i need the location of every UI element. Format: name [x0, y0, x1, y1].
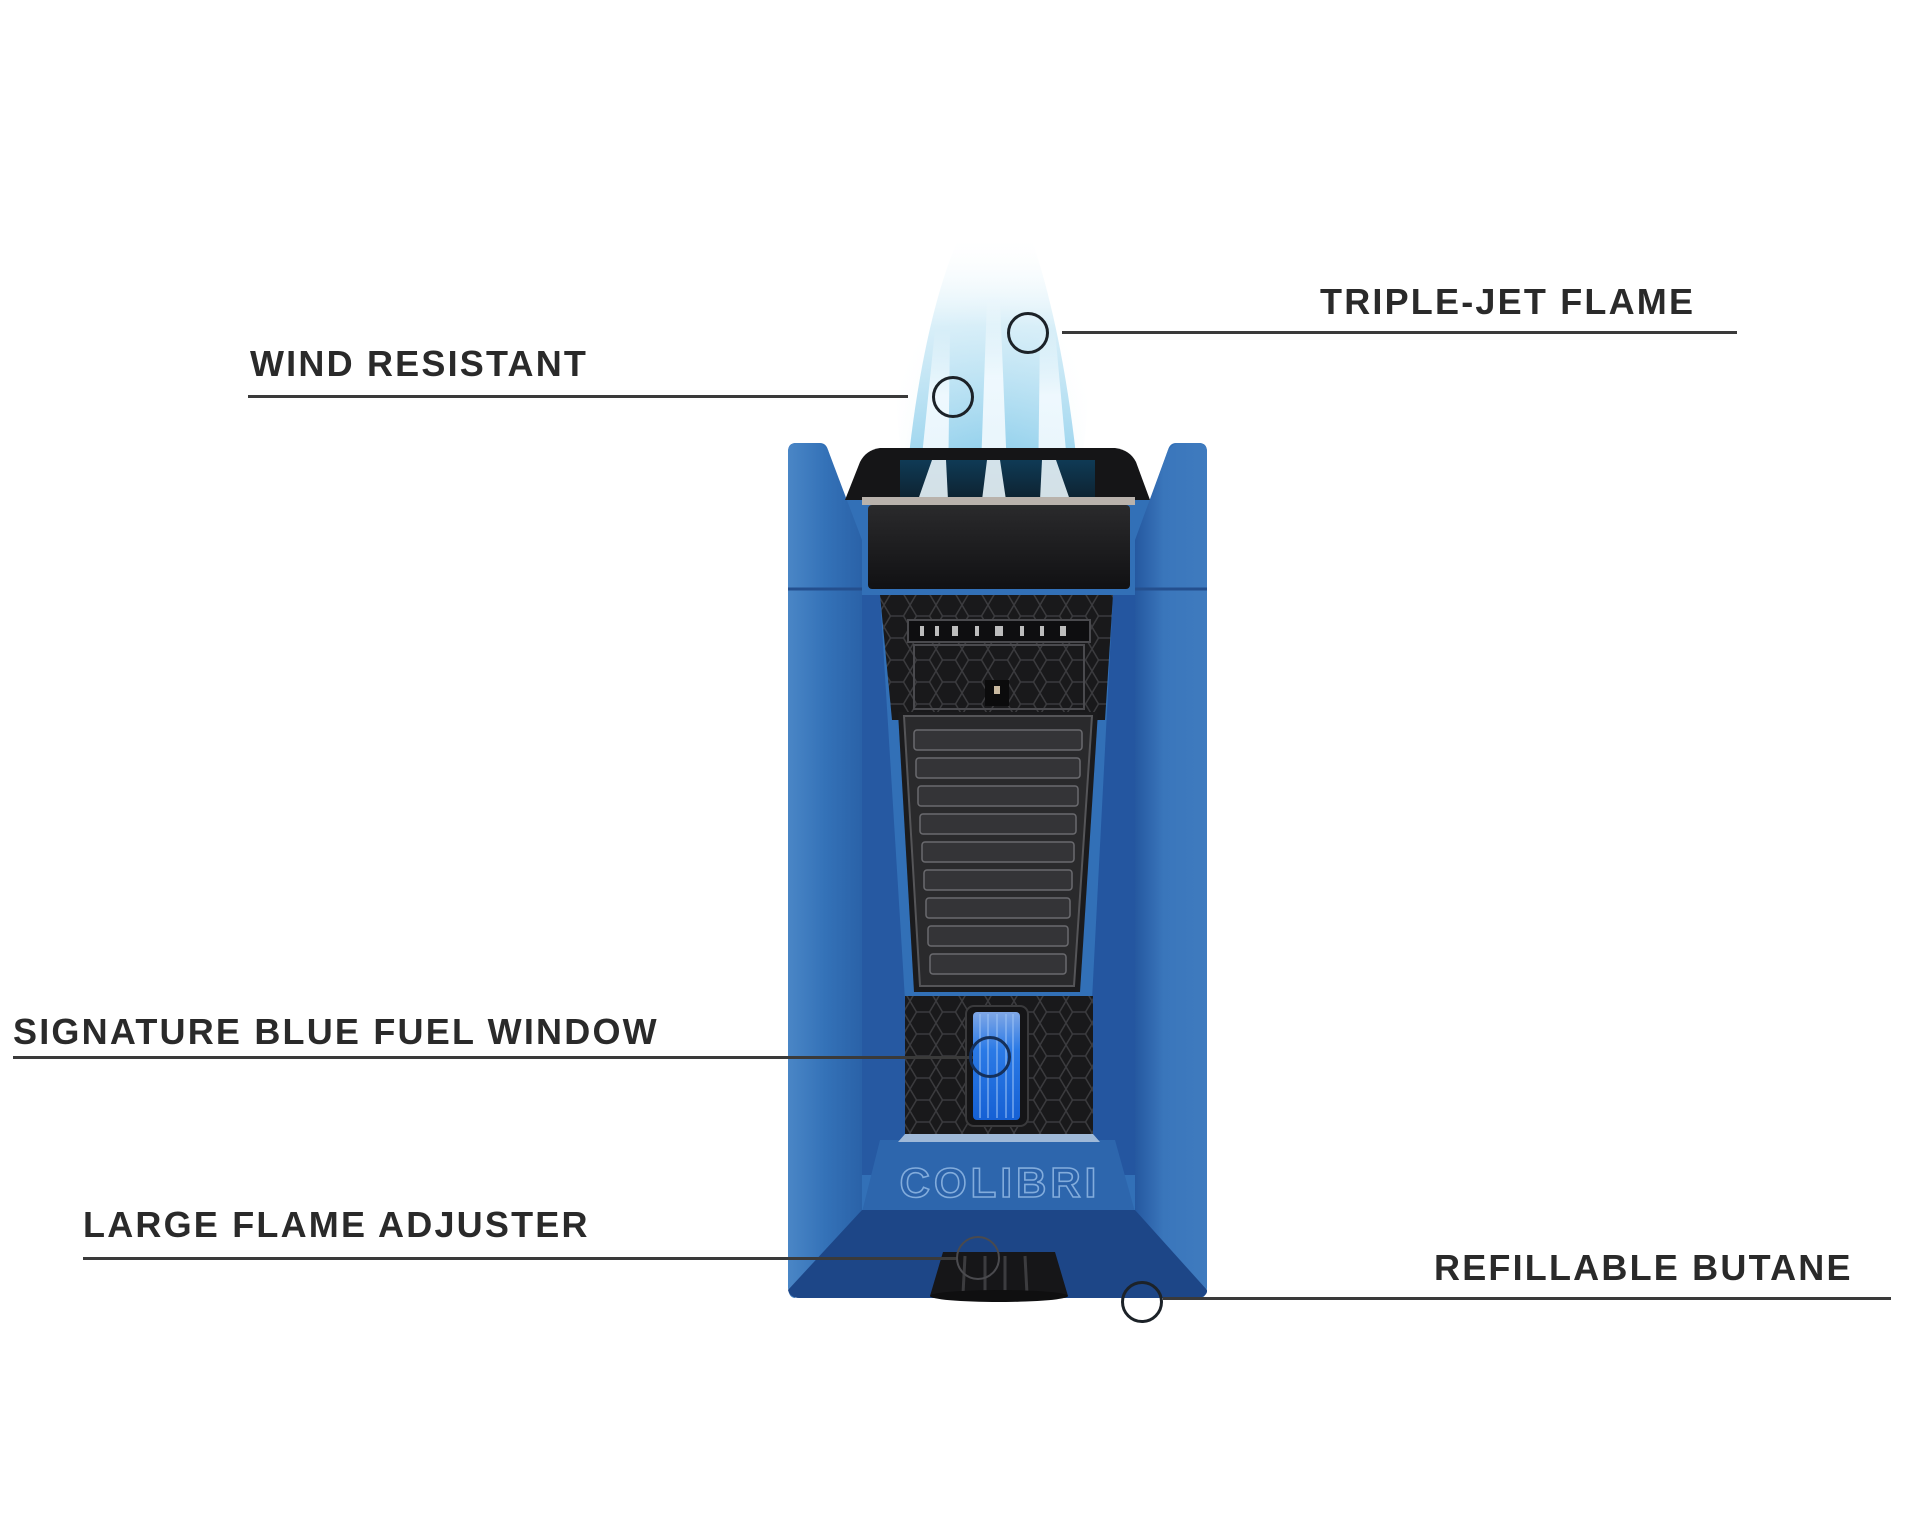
- callout-marker-signature-blue-fuel-window: [969, 1036, 1011, 1078]
- callout-marker-large-flame-adjuster: [956, 1236, 1000, 1280]
- chrome-strip: [862, 497, 1135, 505]
- cap-face: [868, 505, 1130, 589]
- callout-label-refillable-butane: REFILLABLE BUTANE: [1434, 1247, 1853, 1288]
- callout-line-large-flame-adjuster: [83, 1257, 958, 1260]
- upper-panel: [880, 595, 1113, 720]
- brand-logo: COLIBRI: [900, 1159, 1101, 1206]
- flame-cup: [845, 448, 1150, 500]
- callout-line-signature-blue-fuel-window: [13, 1056, 973, 1059]
- callout-line-refillable-butane: [1163, 1297, 1891, 1300]
- callout-line-wind-resistant: [248, 395, 908, 398]
- callout-label-wind-resistant: WIND RESISTANT: [250, 343, 589, 384]
- callout-line-triple-jet-flame: [1062, 331, 1737, 334]
- callout-marker-triple-jet-flame: [1007, 312, 1049, 354]
- callout-label-signature-blue-fuel-window: SIGNATURE BLUE FUEL WINDOW: [13, 1011, 659, 1052]
- ignition-trigger: [898, 712, 1098, 992]
- callout-marker-refillable-butane: [1121, 1281, 1163, 1323]
- callout-label-large-flame-adjuster: LARGE FLAME ADJUSTER: [83, 1204, 590, 1245]
- callout-label-triple-jet-flame: TRIPLE-JET FLAME: [1320, 281, 1696, 322]
- callout-marker-wind-resistant: [932, 376, 974, 418]
